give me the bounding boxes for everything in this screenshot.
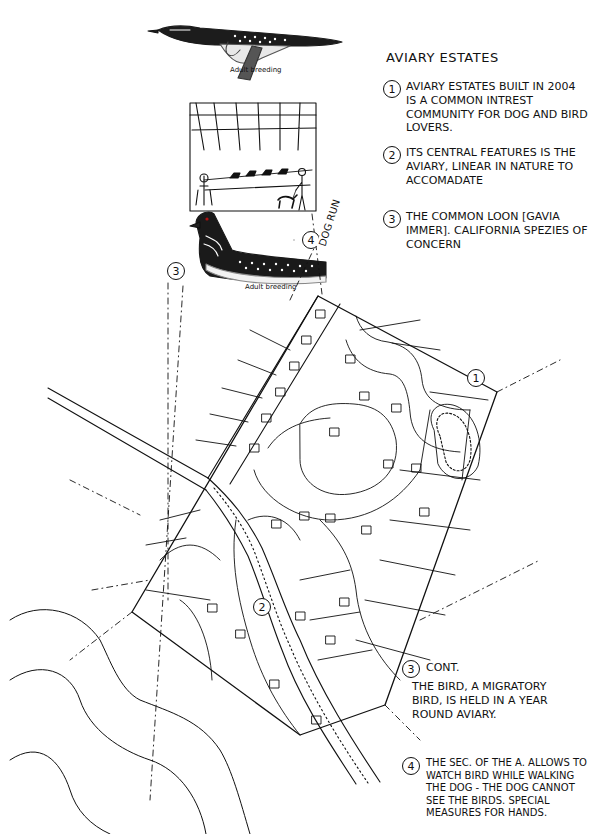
image-caption: Adult breeding: [245, 283, 297, 292]
callout-number: 4: [308, 234, 315, 247]
callout-number: 3: [408, 663, 415, 676]
callout-number: 2: [389, 149, 396, 162]
callout-circle: 3: [402, 660, 420, 678]
loon-flight-illustration: [148, 26, 342, 80]
callout-number: 3: [173, 265, 180, 278]
callout-circle: 3: [383, 210, 401, 228]
parcel-boundary: [132, 296, 497, 735]
lot-lines: [146, 240, 488, 735]
callout-circle: 2: [383, 146, 401, 164]
callout-number: 2: [259, 601, 266, 614]
dog-run: [208, 296, 340, 484]
callout-circle: 4: [402, 757, 420, 775]
cul-de-sac: [437, 413, 471, 471]
dog-run-label: DOG RUN: [316, 196, 344, 250]
note-text: CONT.: [426, 661, 459, 675]
callout-number: 3: [389, 213, 396, 226]
callout-circle: 1: [467, 369, 485, 387]
loon-head-illustration: [190, 212, 326, 284]
terrain-contours: [10, 610, 250, 834]
callout-number: 1: [389, 83, 396, 96]
note-text: ITS CENTRAL FEATURES IS THE AVIARY, LINE…: [406, 146, 588, 187]
image-caption: Adult breeding: [230, 66, 282, 75]
title: AVIARY ESTATES: [386, 50, 499, 66]
note-text: THE COMMON LOON [GAVIA IMMER]. CALIFORNI…: [406, 210, 588, 251]
house-footprints: [208, 310, 429, 724]
callout-number: 1: [473, 372, 480, 385]
note-text: THE SEC. OF THE A. ALLOWS TO WATCH BIRD …: [426, 757, 591, 820]
callout-circle: 3: [167, 262, 185, 280]
callout-number: 4: [408, 760, 415, 773]
note-text: AVIARY ESTATES BUILT IN 2004 IS A COMMON…: [406, 80, 588, 135]
callout-circle: 1: [383, 80, 401, 98]
note-text: THE BIRD, A MIGRATORY BIRD, IS HELD IN A…: [412, 680, 562, 721]
main-road: [48, 388, 380, 784]
callout-circle: 2: [253, 598, 271, 616]
aviary-section-sketch: [190, 103, 316, 211]
